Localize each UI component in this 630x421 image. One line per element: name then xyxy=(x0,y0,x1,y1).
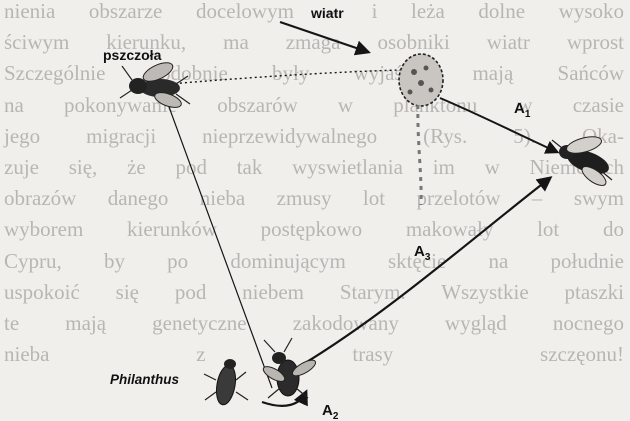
bee-flying-icon xyxy=(552,134,612,189)
philanthus-wasp-icon xyxy=(261,338,318,398)
bee-icon xyxy=(120,59,190,111)
route-a2-label: A2 xyxy=(322,403,338,421)
wind-label: wiatr xyxy=(311,6,344,20)
route-a1-label: A1 xyxy=(514,101,530,120)
route-a3-label: A3 xyxy=(414,244,430,263)
pollen-cloud-icon xyxy=(399,54,443,205)
bee-to-predator-line xyxy=(165,96,272,388)
philanthus-larva-icon xyxy=(204,359,248,406)
wind-arrow xyxy=(280,22,368,52)
bee-to-cloud-path xyxy=(170,70,400,84)
route-a1-path xyxy=(440,98,557,152)
predator-label: Philanthus xyxy=(110,373,179,387)
bee-label: pszczoła xyxy=(103,48,161,62)
route-a3-path xyxy=(290,178,550,372)
